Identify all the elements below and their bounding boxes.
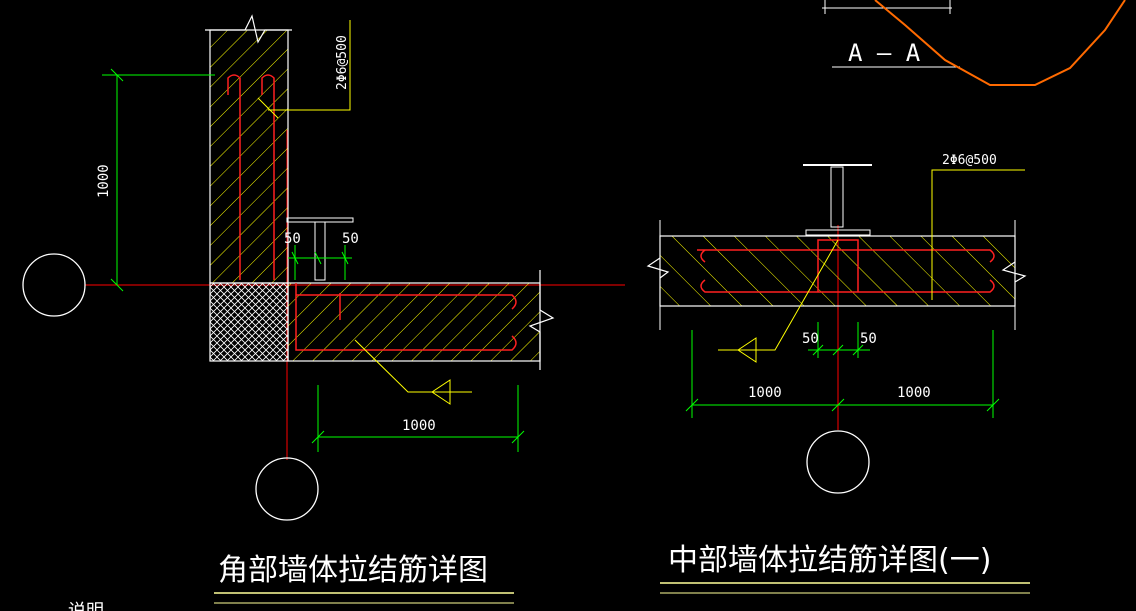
corner-break-right [528, 270, 555, 370]
footer-fragment: 说明 [68, 601, 104, 611]
middle-rebar-left-hook [700, 249, 706, 263]
corner-rebar-horizontal-2 [296, 294, 517, 310]
section-label: A — A [848, 39, 921, 67]
orange-curve [874, 0, 1126, 86]
corner-dim-vertical-tick-top [110, 68, 124, 82]
section-mark: A — A [822, 0, 1126, 86]
middle-dim-50-tick-c [852, 344, 864, 356]
corner-rebar-label: 2Φ6@500 [335, 35, 350, 90]
middle-dim-50-right: 50 [860, 331, 877, 347]
middle-dim-1000-tick-b [831, 398, 845, 412]
corner-rebar-horizontal-1 [295, 283, 517, 351]
corner-dim-50-right: 50 [342, 231, 359, 247]
middle-rebar-top [697, 249, 995, 263]
middle-steel-web [830, 166, 844, 228]
middle-detail: 2Φ6@500 50 50 1000 1000 中部墙体拉结筋详图(一) [646, 153, 1030, 594]
corner-dim-horizontal-text: 1000 [402, 418, 436, 434]
middle-dim-50-left: 50 [802, 331, 819, 347]
middle-dim-1000-left: 1000 [748, 385, 782, 401]
middle-detail-title: 中部墙体拉结筋详图(一) [668, 543, 991, 578]
corner-detail-title: 角部墙体拉结筋详图 [218, 553, 488, 588]
middle-break-right [1001, 261, 1027, 283]
middle-dim-50-tick-b [832, 344, 844, 356]
corner-detail: 50 50 1000 1000 2Φ6@500 角部墙体拉结筋详图 [22, 14, 625, 604]
middle-dim-1000-right: 1000 [897, 385, 931, 401]
corner-steel-web [314, 221, 326, 281]
middle-wall [659, 235, 1016, 307]
middle-rebar-label: 2Φ6@500 [942, 153, 997, 168]
corner-rebar-vertical-2 [261, 74, 275, 280]
middle-dim-50-tick-a [812, 344, 824, 356]
middle-dim-1000-tick-c [986, 398, 1000, 412]
corner-axis-bubble-bottom [255, 457, 319, 521]
corner-steel-plate [286, 217, 354, 223]
middle-break-left [646, 257, 670, 279]
middle-rebar-leader [931, 169, 1025, 300]
middle-section-triangle [737, 337, 757, 363]
corner-rebar-leader-diag [257, 97, 279, 119]
corner-section-leader [354, 339, 472, 393]
corner-column [209, 282, 289, 362]
corner-section-triangle [431, 379, 451, 405]
middle-dim-1000-tick-a [685, 398, 699, 412]
corner-horizontal-wall [287, 282, 541, 362]
corner-dim-50-tick-b [314, 251, 322, 265]
corner-rebar-leader [268, 20, 351, 111]
corner-dim-50-left: 50 [284, 231, 301, 247]
corner-dim-horizontal-tick-left [311, 430, 325, 444]
middle-axis-bubble [806, 430, 870, 494]
middle-section-leader [718, 239, 839, 351]
corner-dim-vertical-text: 1000 [96, 164, 112, 198]
middle-rebar-bottom [700, 279, 995, 293]
corner-dim-vertical-tick-bottom [110, 278, 124, 292]
corner-axis-bubble-left [22, 253, 86, 317]
corner-dim-horizontal-tick-right [511, 430, 525, 444]
corner-vertical-wall [209, 29, 289, 284]
corner-break-top [205, 14, 292, 44]
corner-rebar-vertical-1 [227, 74, 241, 280]
middle-steel-base-plate [805, 229, 871, 236]
